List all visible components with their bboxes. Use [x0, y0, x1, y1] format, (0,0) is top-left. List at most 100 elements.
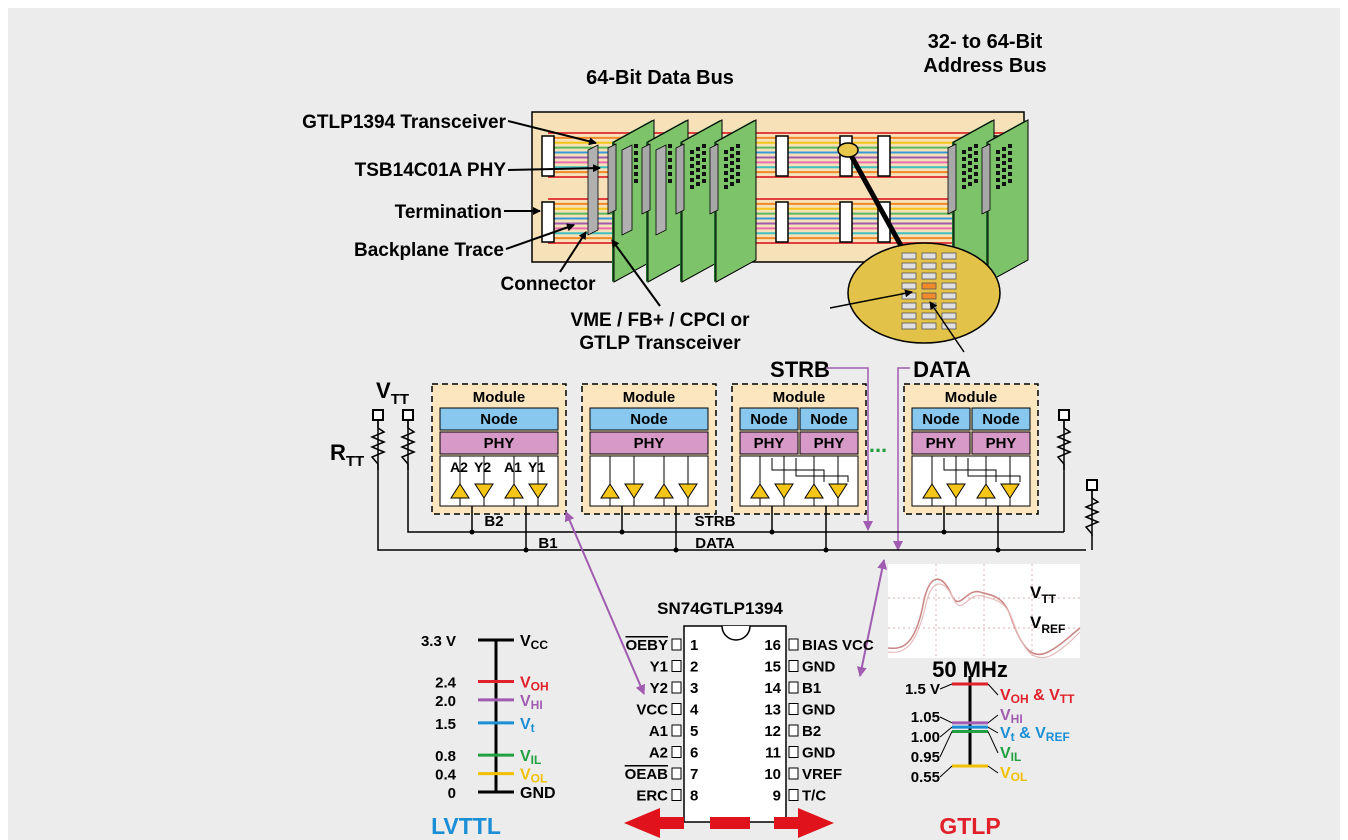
- backplane-connector: [839, 201, 853, 243]
- lvttl-level-label: VHI: [520, 693, 543, 712]
- node-label: Node: [480, 411, 518, 428]
- zoom-origin: [837, 142, 859, 158]
- card-chip-pin: [736, 151, 740, 155]
- junction: [619, 529, 625, 535]
- chip-pin-number: 3: [690, 680, 698, 697]
- node-block: [739, 407, 799, 431]
- rtt-label: RTT: [330, 440, 364, 470]
- lvttl-title: LVTTL: [431, 813, 501, 839]
- lvttl-value: 0.8: [435, 748, 456, 765]
- resistor-zigzag: [1056, 420, 1072, 470]
- chip-body: [683, 625, 787, 823]
- module-label: Module: [945, 389, 998, 406]
- plug-in-cards: [587, 119, 1029, 283]
- card-chip-pin: [668, 165, 672, 169]
- card-chip-pin: [702, 151, 706, 155]
- right-red-arrow: [774, 808, 834, 838]
- chip-pin-name: Y1: [650, 659, 668, 676]
- card-chip-pin: [996, 185, 1000, 189]
- card-chip-pin: [696, 175, 700, 179]
- bidirectional-arrow: [624, 808, 834, 838]
- chip-pin-stub: [788, 767, 799, 780]
- card-chip-pin: [690, 171, 694, 175]
- card-chip-pin: [730, 182, 734, 186]
- zoom-pin: [941, 292, 957, 300]
- card-chip-pin: [696, 147, 700, 151]
- card-connector-block: [607, 143, 617, 215]
- lvttl-value: 0.4: [435, 767, 457, 784]
- card-chip-pin: [702, 144, 706, 148]
- lvttl-level-label: VIL: [520, 748, 541, 767]
- gate-buffer: [828, 483, 848, 499]
- vtt-terminal: [402, 409, 414, 421]
- lvttl-value: 3.3 V: [421, 633, 456, 650]
- chip-pin-name: GND: [802, 659, 836, 676]
- zoom-pin: [941, 262, 957, 270]
- card-chip-pin: [634, 158, 638, 162]
- gtlp-value: 0.55: [911, 769, 940, 786]
- chip-pin-stub: [788, 681, 799, 694]
- chip-pin-stub: [788, 660, 799, 672]
- phy-label: PHY: [484, 435, 515, 452]
- chip-pin-number: 6: [690, 745, 698, 762]
- chip-pin-name: B2: [802, 723, 821, 740]
- card-chip-pin: [736, 144, 740, 148]
- card-chip-pin: [668, 151, 672, 155]
- card-chip-pin: [968, 175, 972, 179]
- vme-callout-line1: VME / FB+ / CPCI or: [571, 310, 751, 331]
- module-label: Module: [473, 389, 526, 406]
- scope-link-arrow: [856, 559, 888, 677]
- zoom-pin: [901, 272, 917, 280]
- junction: [941, 529, 947, 535]
- card-chip-pin: [724, 164, 728, 168]
- card-chip-pin: [634, 144, 638, 148]
- gtlp-value-leader: [939, 726, 953, 738]
- card-chip-pin: [962, 150, 966, 154]
- card-chip-pin: [668, 172, 672, 176]
- gtlp-label-leader: [987, 726, 999, 734]
- chip-pin-stub: [671, 681, 682, 694]
- left-red-arrow: [624, 808, 684, 838]
- card-chip-pin: [724, 157, 728, 161]
- chip-pin-name: OEAB: [625, 766, 669, 783]
- node-label: Node: [922, 411, 960, 428]
- scope-capture: VTT VREF 50 MHz: [887, 564, 1081, 682]
- chip-pin-stub: [788, 746, 799, 758]
- scope-waveform-shadow: [887, 583, 1081, 659]
- phy-label: PHY: [986, 435, 1017, 452]
- card-chip-pin: [996, 171, 1000, 175]
- node-block: [589, 407, 709, 431]
- card-chip-pin: [968, 161, 972, 165]
- card-chip-pin: [962, 157, 966, 161]
- strb-bus-line: [407, 420, 1064, 533]
- chip-pin-number: 2: [690, 659, 698, 676]
- card-chip-pin: [962, 185, 966, 189]
- gtlp-value-leader: [939, 683, 953, 690]
- data-signal-label: DATA: [913, 357, 971, 382]
- card-chip-pin: [1002, 161, 1006, 165]
- card-chip-pin: [974, 165, 978, 169]
- termination-resistor: [370, 409, 386, 470]
- zoom-pin: [921, 262, 937, 270]
- gtlp-value: 1.05: [911, 709, 940, 726]
- card-chip-pin: [730, 175, 734, 179]
- card-chip-pin: [968, 154, 972, 158]
- chip-pin-number: 1: [690, 637, 698, 654]
- chip-pin-name: B1: [802, 680, 821, 697]
- card-chip-pin: [668, 158, 672, 162]
- chip-pin-name: ERC: [636, 788, 668, 805]
- gtlp-value-leader: [939, 716, 953, 724]
- lvttl-level-label: Vt: [520, 716, 535, 735]
- gtlp-value: 0.95: [911, 749, 940, 766]
- center-red-dash: [710, 817, 750, 829]
- gtlp-value-leader: [939, 765, 953, 778]
- module-label: Module: [623, 389, 676, 406]
- lvttl-level-label: VOL: [520, 767, 547, 786]
- junction: [673, 547, 679, 553]
- backplane-connector: [541, 135, 555, 177]
- chip-pin-number: 15: [764, 659, 781, 676]
- card-chip-pin: [974, 151, 978, 155]
